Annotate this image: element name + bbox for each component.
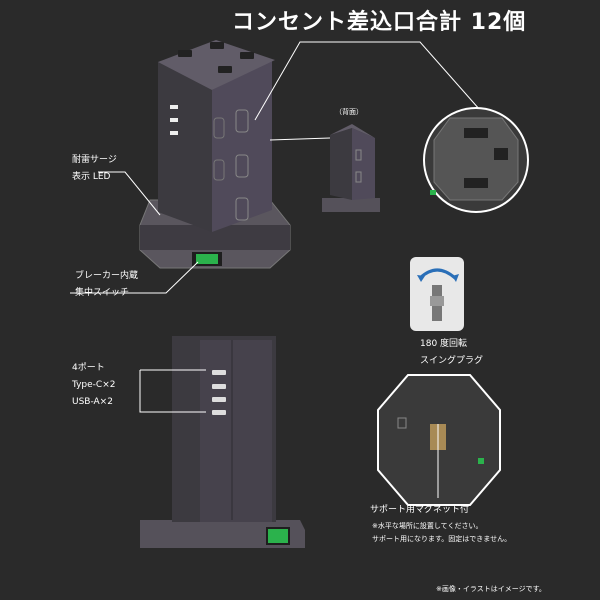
tower-bottom <box>140 336 305 548</box>
port-label-line3: USB-A×2 <box>72 397 113 407</box>
breaker-label-line2: 集中スイッチ <box>75 288 130 298</box>
footnote: ※画像・イラストはイメージです。 <box>436 585 546 593</box>
port-label-line1: 4ポート <box>72 363 105 373</box>
magnet-note-2: サポート用になります。固定はできません。 <box>372 535 512 543</box>
bottom-detail-circle <box>423 107 529 213</box>
magnet-notes: ※水平な場所に設置してください。 サポート用になります。固定はできません。 <box>372 520 511 546</box>
port-label-line2: Type-C×2 <box>72 380 116 390</box>
swing-plug-icon <box>410 257 464 331</box>
swing-label-line2: スイングプラグ <box>420 356 484 366</box>
breaker-switch-top <box>196 254 218 264</box>
tower-top <box>139 40 291 269</box>
back-view-label: （背面） <box>335 108 363 116</box>
magnet-detail <box>377 374 501 506</box>
back-view <box>322 124 380 212</box>
surge-led-label: 耐雷サージ 表示 LED <box>72 152 117 186</box>
port-label: 4ポート Type-C×2 USB-A×2 <box>72 360 115 411</box>
breaker-switch-bottom <box>268 529 288 543</box>
magnet-note-1: ※水平な場所に設置してください。 <box>372 522 483 530</box>
page-title: コンセント差込口合計 12個 <box>232 10 527 35</box>
breaker-switch-label: ブレーカー内蔵 集中スイッチ <box>75 268 138 302</box>
swing-label-line1: 180 度回転 <box>420 339 468 349</box>
surge-label-line1: 耐雷サージ <box>72 155 117 165</box>
breaker-label-line1: ブレーカー内蔵 <box>75 271 139 281</box>
magnet-label: サポート用マグネット付 <box>370 505 470 515</box>
swing-plug-label: 180 度回転 スイングプラグ <box>420 336 483 370</box>
surge-label-line2: 表示 LED <box>72 172 111 182</box>
